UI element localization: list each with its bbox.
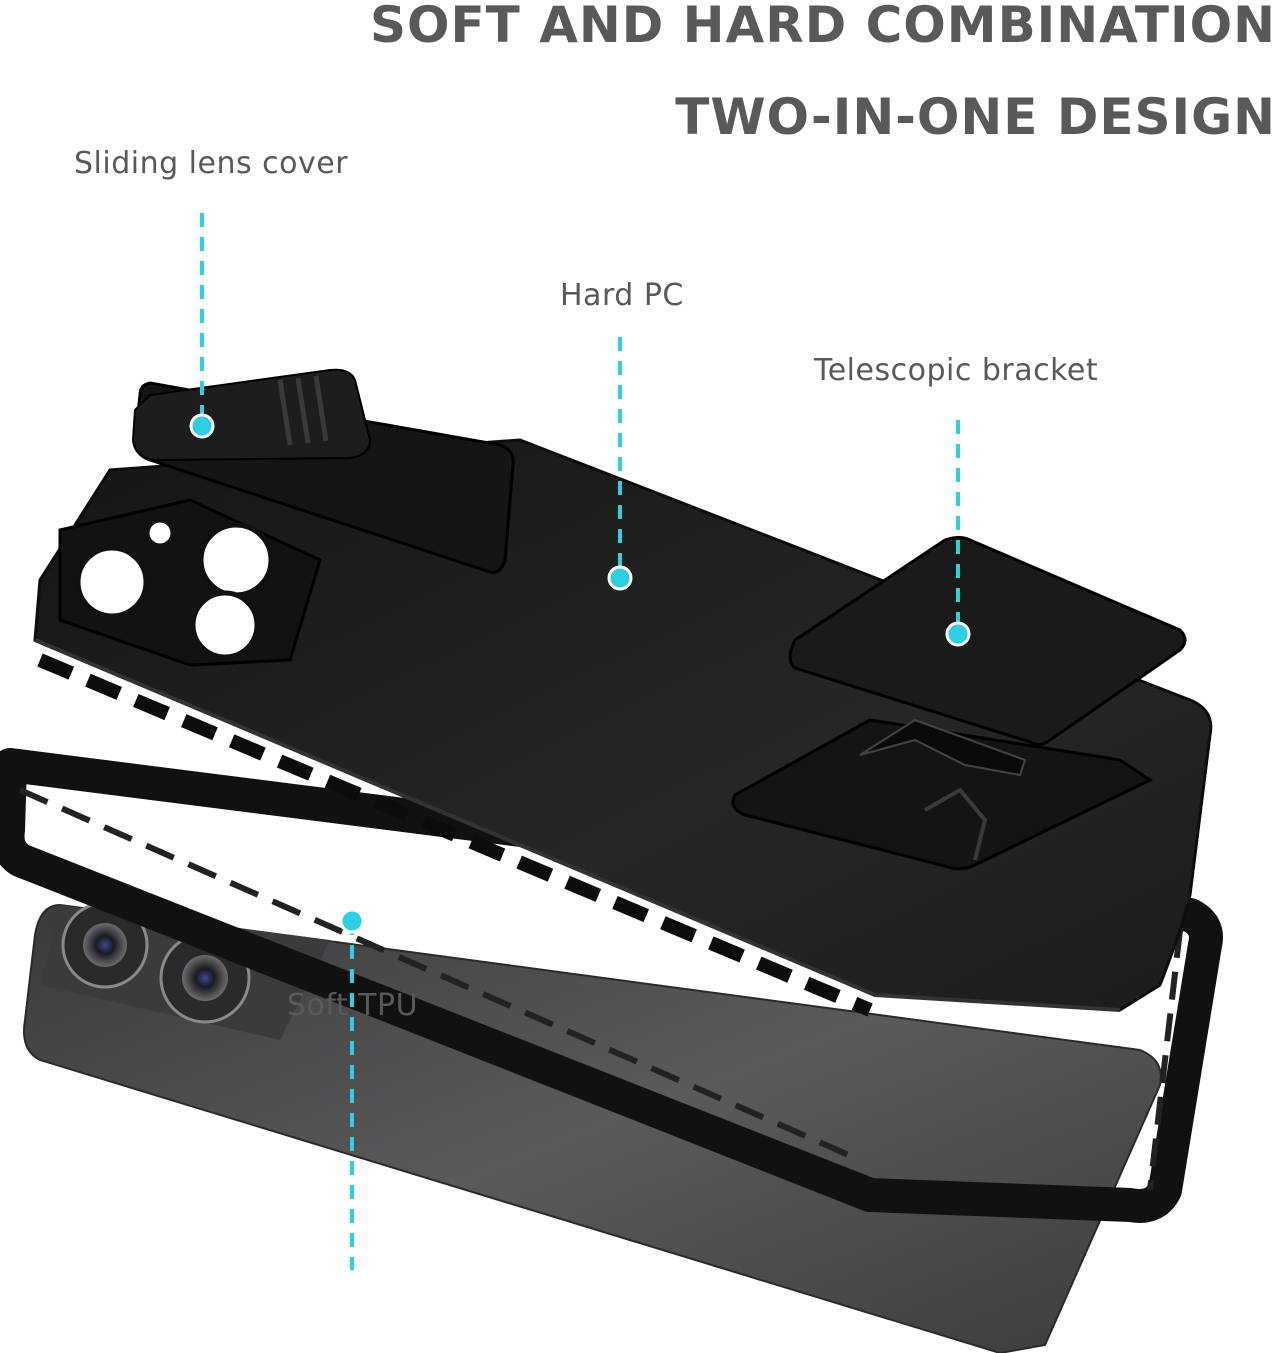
bracket-callout-dot [945, 621, 971, 647]
sliding-lens-cover-label: Sliding lens cover [74, 146, 349, 181]
camera-module [58, 498, 322, 667]
soft-tpu-frame [0, 748, 1223, 1223]
camera-cutout-icon [190, 590, 260, 660]
hard-pc-shell [33, 438, 1213, 1017]
headline-line-2: TWO-IN-ONE DESIGN [675, 88, 1276, 146]
telescopic-bracket [731, 536, 1187, 871]
headline-line-1: SOFT AND HARD COMBINATION [370, 0, 1276, 54]
sliding-lens-cover [131, 368, 515, 574]
hard-pc-label: Hard PC [560, 278, 684, 313]
telescopic-bracket-label: Telescopic bracket [814, 353, 1099, 388]
soft-tpu-label: Soft TPU [287, 988, 419, 1023]
camera-cutout-icon [75, 545, 149, 619]
lens-cover-callout-dot [189, 413, 215, 439]
hard-pc-callout-dot [607, 565, 633, 591]
camera-cutout-icon [198, 522, 274, 598]
soft-tpu-callout-dot [339, 908, 365, 934]
phone-body [23, 901, 1162, 1353]
